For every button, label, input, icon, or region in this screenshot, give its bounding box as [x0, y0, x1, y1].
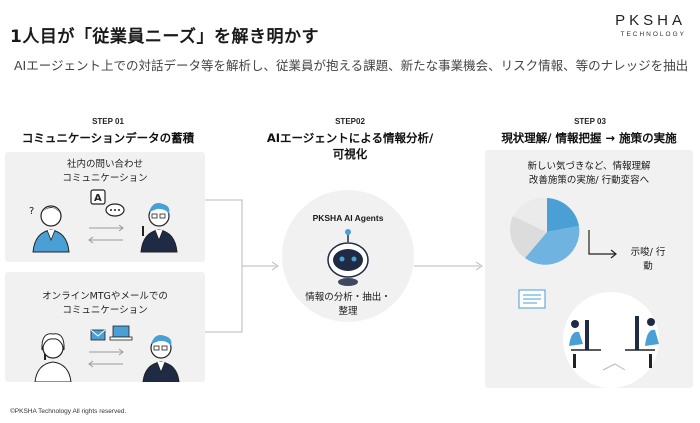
- step3-line2: 改善施策の実施/ 行動変容へ: [528, 175, 650, 186]
- meeting-arrows-icon: [88, 348, 124, 368]
- page-title: 1人目が「従業員ニーズ」を解き明かす: [10, 27, 319, 47]
- step3-title: 現状理解/ 情報把握 → 施策の実施: [501, 131, 677, 145]
- meeting-illustration: [34, 325, 180, 382]
- inquiry-illustration: ? A: [29, 189, 178, 253]
- step2-title-line2: 可視化: [332, 147, 368, 161]
- pie-chart-icon: [510, 197, 580, 265]
- step3-line1: 新しい気づきなど、情報理解: [527, 161, 651, 172]
- step2-label: STEP02: [335, 117, 365, 126]
- exchange-arrows-icon: [88, 224, 124, 244]
- laptop-icon: [109, 325, 133, 341]
- box2-line2: コミュニケーション: [62, 305, 148, 316]
- insight-action-label: 示唆/ 行 動: [623, 246, 673, 274]
- chat-bubble-icon: A: [90, 189, 125, 217]
- team-working-icon: [563, 292, 659, 388]
- confused-person-icon: ?: [29, 205, 70, 253]
- step3-label: STEP 03: [574, 117, 606, 126]
- logo-sub-text: TECHNOLOGY: [620, 31, 686, 38]
- robot-icon: [327, 229, 369, 286]
- circle-line2: 整理: [338, 306, 358, 317]
- document-icon: [518, 289, 546, 309]
- step2-title-line1: AIエージェントによる情報分析/: [266, 131, 434, 145]
- page-subtitle: AIエージェント上での対話データ等を解析し、従業員が抱える課題、新たな事業機会、…: [14, 58, 689, 73]
- answer-letter: A: [94, 193, 102, 204]
- brand-logo: PKSHA TECHNOLOGY: [615, 12, 686, 38]
- step1-label: STEP 01: [92, 117, 124, 126]
- down-right-arrow-icon: [588, 230, 617, 259]
- step2-title: AIエージェントによる情報分析/ 可視化: [236, 130, 464, 162]
- ai-agent-name: PKSHA AI Agents: [312, 213, 384, 223]
- box1-line2: コミュニケーション: [62, 173, 148, 184]
- action-line2: 動: [643, 261, 653, 272]
- answering-person-icon: [140, 203, 178, 253]
- circle-line1: 情報の分析・抽出・: [305, 292, 391, 303]
- step1-title: コミュニケーションデータの蓄積: [21, 131, 195, 145]
- action-panel: 新しい気づきなど、情報理解 改善施策の実施/ 行動変容へ: [485, 150, 693, 388]
- question-mark: ?: [29, 206, 34, 217]
- logo-main-text: PKSHA: [615, 12, 686, 29]
- copyright-footer: ©PKSHA Technology All rights reserved.: [10, 408, 127, 415]
- online-meeting-panel: オンラインMTGやメールでの コミュニケーション: [5, 272, 205, 382]
- box1-line1: 社内の問い合わせ: [66, 159, 143, 170]
- mail-icon: [90, 329, 106, 341]
- insight-illustration: [510, 197, 659, 388]
- thinking-person-icon: [34, 333, 72, 382]
- action-description: 新しい気づきなど、情報理解 改善施策の実施/ 行動変容へ: [485, 160, 693, 188]
- action-line1: 示唆/ 行: [630, 247, 666, 258]
- ai-agent-circle: PKSHA AI Agents 情報の分析・抽出・ 整理: [282, 190, 414, 322]
- ai-agent-description: 情報の分析・抽出・ 整理: [282, 291, 414, 319]
- internal-inquiry-panel: 社内の問い合わせ コミュニケーション ? A: [5, 152, 205, 262]
- responding-person-icon: [142, 335, 180, 382]
- box2-line1: オンラインMTGやメールでの: [42, 291, 168, 302]
